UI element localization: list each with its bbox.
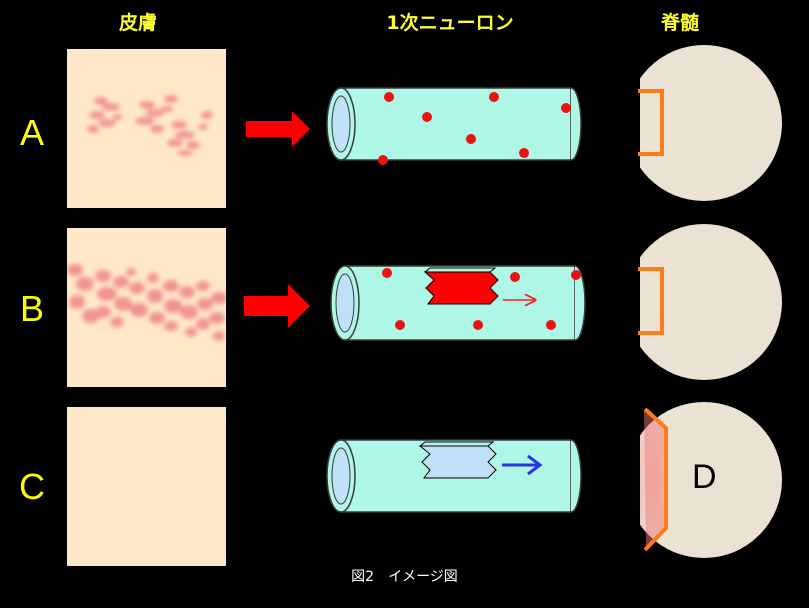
header-skin: 皮膚 bbox=[118, 12, 157, 34]
header-spinal-cord: 脊髄 bbox=[660, 12, 699, 34]
neuron-a bbox=[326, 87, 582, 165]
rash-b bbox=[67, 264, 226, 341]
row-label-a: A bbox=[19, 112, 44, 153]
skin-patch-a bbox=[67, 49, 226, 208]
arrow-b bbox=[244, 284, 310, 328]
neuron-c bbox=[326, 439, 582, 513]
spinal-cord-a bbox=[610, 40, 782, 210]
header-neuron: 1次ニューロン bbox=[386, 12, 514, 34]
skin-patch-c bbox=[67, 407, 226, 566]
row-label-c: C bbox=[19, 466, 45, 507]
rash-a bbox=[87, 95, 213, 156]
skin-patch-b bbox=[67, 228, 226, 387]
figure-caption: 図2 イメージ図 bbox=[351, 569, 458, 585]
arrow-a bbox=[246, 111, 310, 147]
row-label-b: B bbox=[19, 288, 44, 329]
neuron-b bbox=[330, 265, 586, 341]
spinal-cord-c bbox=[610, 395, 782, 570]
spinal-cord-b bbox=[610, 220, 782, 390]
region-d-label: D bbox=[692, 458, 717, 496]
